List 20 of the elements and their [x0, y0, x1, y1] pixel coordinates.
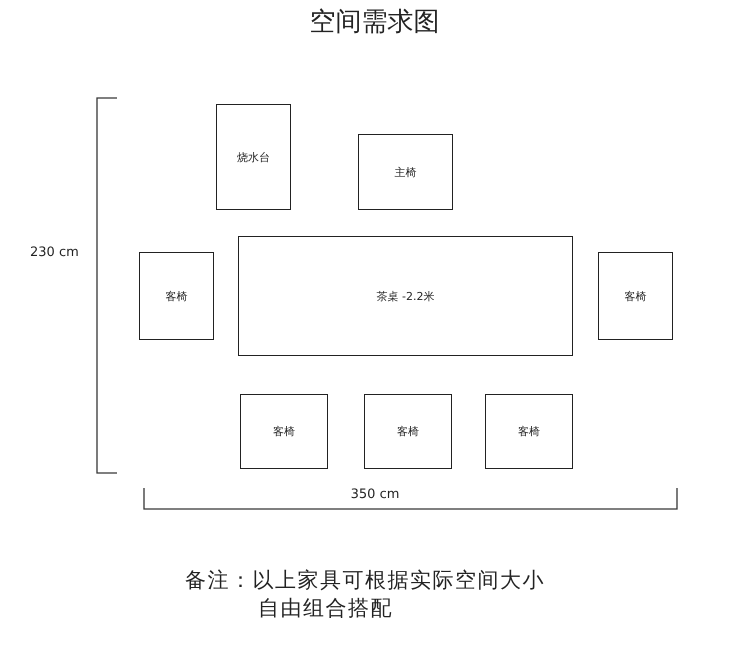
furniture-label: 客椅: [166, 288, 188, 304]
furniture-label: 主椅: [394, 164, 416, 180]
dimension-label: 230 cm: [30, 245, 79, 260]
chair-box: [598, 252, 673, 340]
tea-table-box: [238, 236, 573, 356]
kettle-table-box: [216, 104, 291, 210]
chair-box: [364, 394, 452, 469]
chair-box: [358, 134, 453, 210]
furniture-label: 茶桌 -2.2米: [376, 288, 434, 304]
note-text: 备注：以上家具可根据实际空间大小自由组合搭配: [185, 567, 546, 622]
chair-box: [139, 252, 214, 340]
dimension-label: 350 cm: [350, 487, 400, 502]
furniture-label: 客椅: [273, 424, 295, 439]
title: 空间需求图: [308, 6, 440, 39]
furniture-label: 客椅: [397, 424, 419, 439]
furniture-label: 客椅: [624, 288, 646, 304]
furniture-label: 客椅: [518, 424, 540, 439]
chair-box: [240, 394, 328, 469]
chair-box: [485, 394, 573, 469]
furniture-label: 烧水台: [237, 150, 270, 164]
